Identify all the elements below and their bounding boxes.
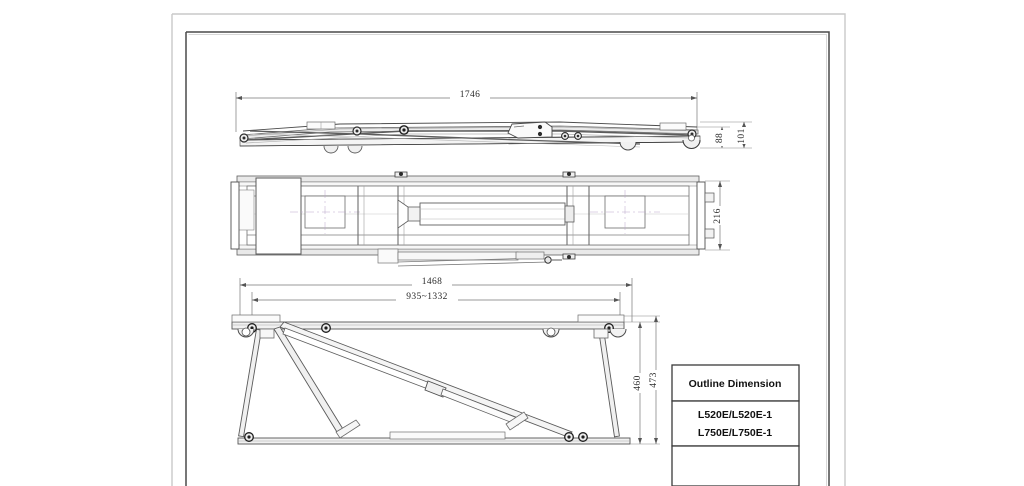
raised-pivot-joints [244, 323, 614, 442]
raised-top-platform [231, 321, 625, 330]
view-plan: 216 [230, 171, 730, 267]
table-extra-cell [671, 445, 800, 486]
table-header-label: Outline Dimension [689, 378, 782, 390]
dimension-lowered-heights: 88 101 [697, 121, 752, 149]
plan-hose-assembly [377, 248, 562, 267]
dimension-overall-length: 1746 [235, 88, 698, 132]
sheet-inner-border [186, 31, 830, 486]
plan-top-rail [236, 175, 700, 183]
plan-bolts [394, 171, 576, 260]
dimension-value-101: 101 [737, 128, 747, 143]
table-model-cell [671, 400, 800, 447]
plan-hydraulic-cylinder [397, 199, 575, 229]
dimension-value-935-1332: 935~1332 [406, 292, 448, 302]
dimension-value-473: 473 [649, 372, 659, 387]
drawing-sheet-frame [171, 13, 846, 486]
lowered-lift-assembly [239, 121, 701, 154]
plan-power-unit-box [255, 177, 302, 255]
dimension-value-1468: 1468 [422, 277, 443, 287]
dimension-raised-heights: 460 473 [624, 315, 663, 445]
view-front-elevation-lowered: 1746 [235, 88, 752, 154]
view-front-elevation-raised: 1468 935~1332 [231, 275, 663, 445]
caster-wheels-lowered [323, 134, 701, 154]
dimension-value-460: 460 [633, 375, 643, 390]
caster-wheels-raised [237, 327, 627, 339]
dimension-value-1746: 1746 [460, 90, 481, 100]
dimension-value-216: 216 [713, 208, 723, 223]
raised-lift-assembly [231, 314, 631, 445]
dimension-platform-width: 216 [705, 180, 730, 251]
table-model-line-2: L750E/L750E-1 [698, 427, 772, 439]
dimension-platform-length-range: 935~1332 [251, 290, 621, 322]
table-model-line-1: L520E/L520E-1 [698, 409, 772, 421]
dimension-value-88: 88 [715, 133, 725, 143]
sheet-outer-border [172, 13, 846, 486]
raised-hydraulic-cylinder [282, 327, 521, 426]
sheet-inner-border-shadow [188, 34, 827, 486]
outline-dimension-table: Outline Dimension L520E/L520E-1 L750E/L7… [671, 364, 800, 486]
